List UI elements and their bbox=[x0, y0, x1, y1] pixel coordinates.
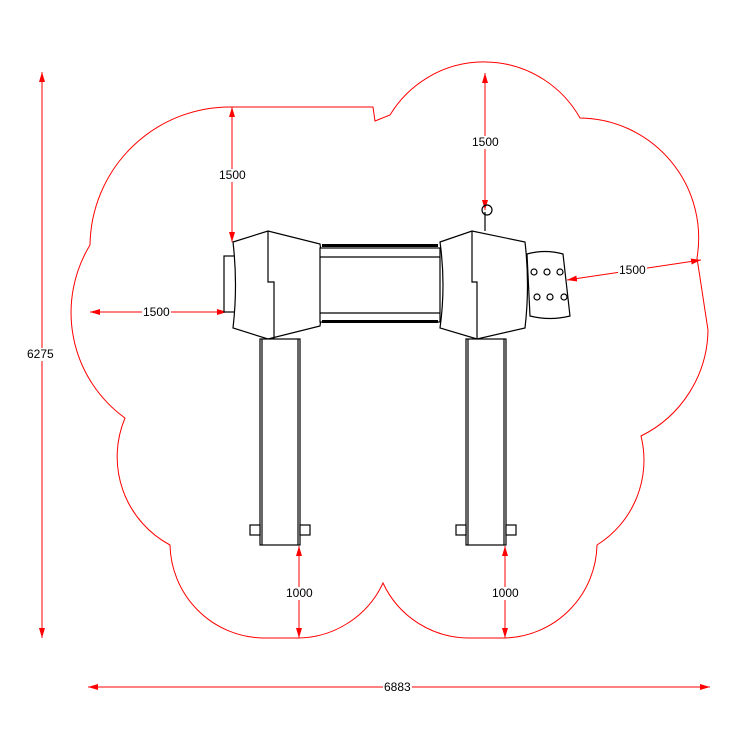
left-tower bbox=[232, 230, 324, 340]
safety-top-right-label: 1500 bbox=[471, 135, 500, 149]
slide-exit-right-label: 1000 bbox=[491, 586, 520, 600]
climbing-wall bbox=[526, 250, 571, 320]
right-slide bbox=[465, 338, 507, 546]
overall-width-label: 6883 bbox=[383, 680, 412, 694]
entry-panel bbox=[223, 255, 237, 313]
bridge bbox=[319, 247, 441, 323]
bridge-bolts bbox=[322, 244, 438, 323]
left-slide bbox=[259, 338, 301, 546]
play-structure bbox=[223, 204, 571, 546]
safety-top-left-label: 1500 bbox=[218, 168, 247, 182]
safety-zone-outline bbox=[70, 61, 709, 639]
right-tower bbox=[439, 230, 529, 340]
safety-left-label: 1500 bbox=[142, 305, 171, 319]
overall-height-label: 6275 bbox=[26, 347, 55, 361]
climbing-holds bbox=[530, 268, 568, 301]
slide-exit-left-label: 1000 bbox=[285, 586, 314, 600]
safety-right-label: 1500 bbox=[618, 263, 647, 277]
